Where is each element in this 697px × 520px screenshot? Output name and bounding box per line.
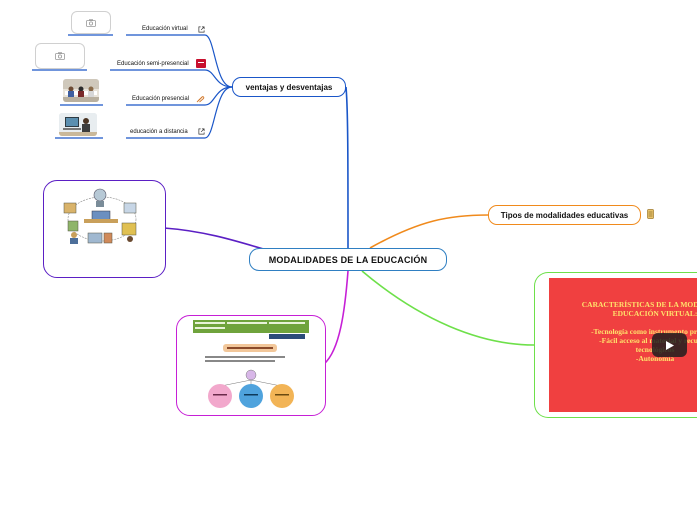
- subtopic-educacion-virtual[interactable]: Educación virtual: [142, 26, 188, 32]
- video-caption-line: -Fácil acceso al material y recursos: [599, 336, 697, 345]
- camera-icon: [86, 18, 96, 27]
- infographic-image: [193, 320, 309, 408]
- note-icon[interactable]: [647, 209, 654, 219]
- network-diagram-image: [63, 188, 137, 244]
- video-caption-line: -Autonomía: [635, 354, 675, 363]
- subtopic-educacion-semipresencial[interactable]: Educación semi-presencial: [117, 61, 189, 67]
- topic-ventajas-desventajas[interactable]: ventajas y desventajas: [232, 77, 346, 97]
- subtopic-educacion-distancia[interactable]: educación a distancia: [130, 129, 188, 135]
- classroom-photo[interactable]: [63, 79, 99, 102]
- logo-badge-icon[interactable]: [196, 59, 206, 68]
- video-caption-line: CARACTERÍSTICAS DE LA MODALIDAD: [581, 300, 697, 309]
- distance-learning-photo[interactable]: [59, 113, 97, 136]
- attachment-icon[interactable]: [196, 95, 205, 103]
- image-placeholder-thumbnail[interactable]: [35, 43, 85, 69]
- camera-icon: [55, 52, 65, 60]
- subtopic-educacion-presencial[interactable]: Educación presencial: [132, 96, 190, 102]
- topic-tipos-modalidades[interactable]: Tipos de modalidades educativas: [488, 205, 641, 225]
- topic-ventajas-label: ventajas y desventajas: [245, 82, 333, 92]
- external-link-icon[interactable]: [198, 128, 205, 135]
- video-caption-line: -Tecnología como instrumento principal: [591, 327, 697, 336]
- video-caption-line: EDUCACIÓN VIRTUAL:: [612, 309, 697, 318]
- video-caption-line: [555, 318, 697, 327]
- topic-tipos-label: Tipos de modalidades educativas: [500, 210, 629, 220]
- central-topic[interactable]: MODALIDADES DE LA EDUCACIÓN: [249, 248, 447, 271]
- image-node-network[interactable]: [43, 180, 166, 278]
- play-button[interactable]: [652, 333, 687, 357]
- image-node-infographic[interactable]: [176, 315, 326, 416]
- play-icon: [665, 340, 674, 350]
- central-topic-label: MODALIDADES DE LA EDUCACIÓN: [268, 254, 428, 265]
- external-link-icon[interactable]: [198, 26, 205, 33]
- image-placeholder-thumbnail[interactable]: [71, 11, 111, 34]
